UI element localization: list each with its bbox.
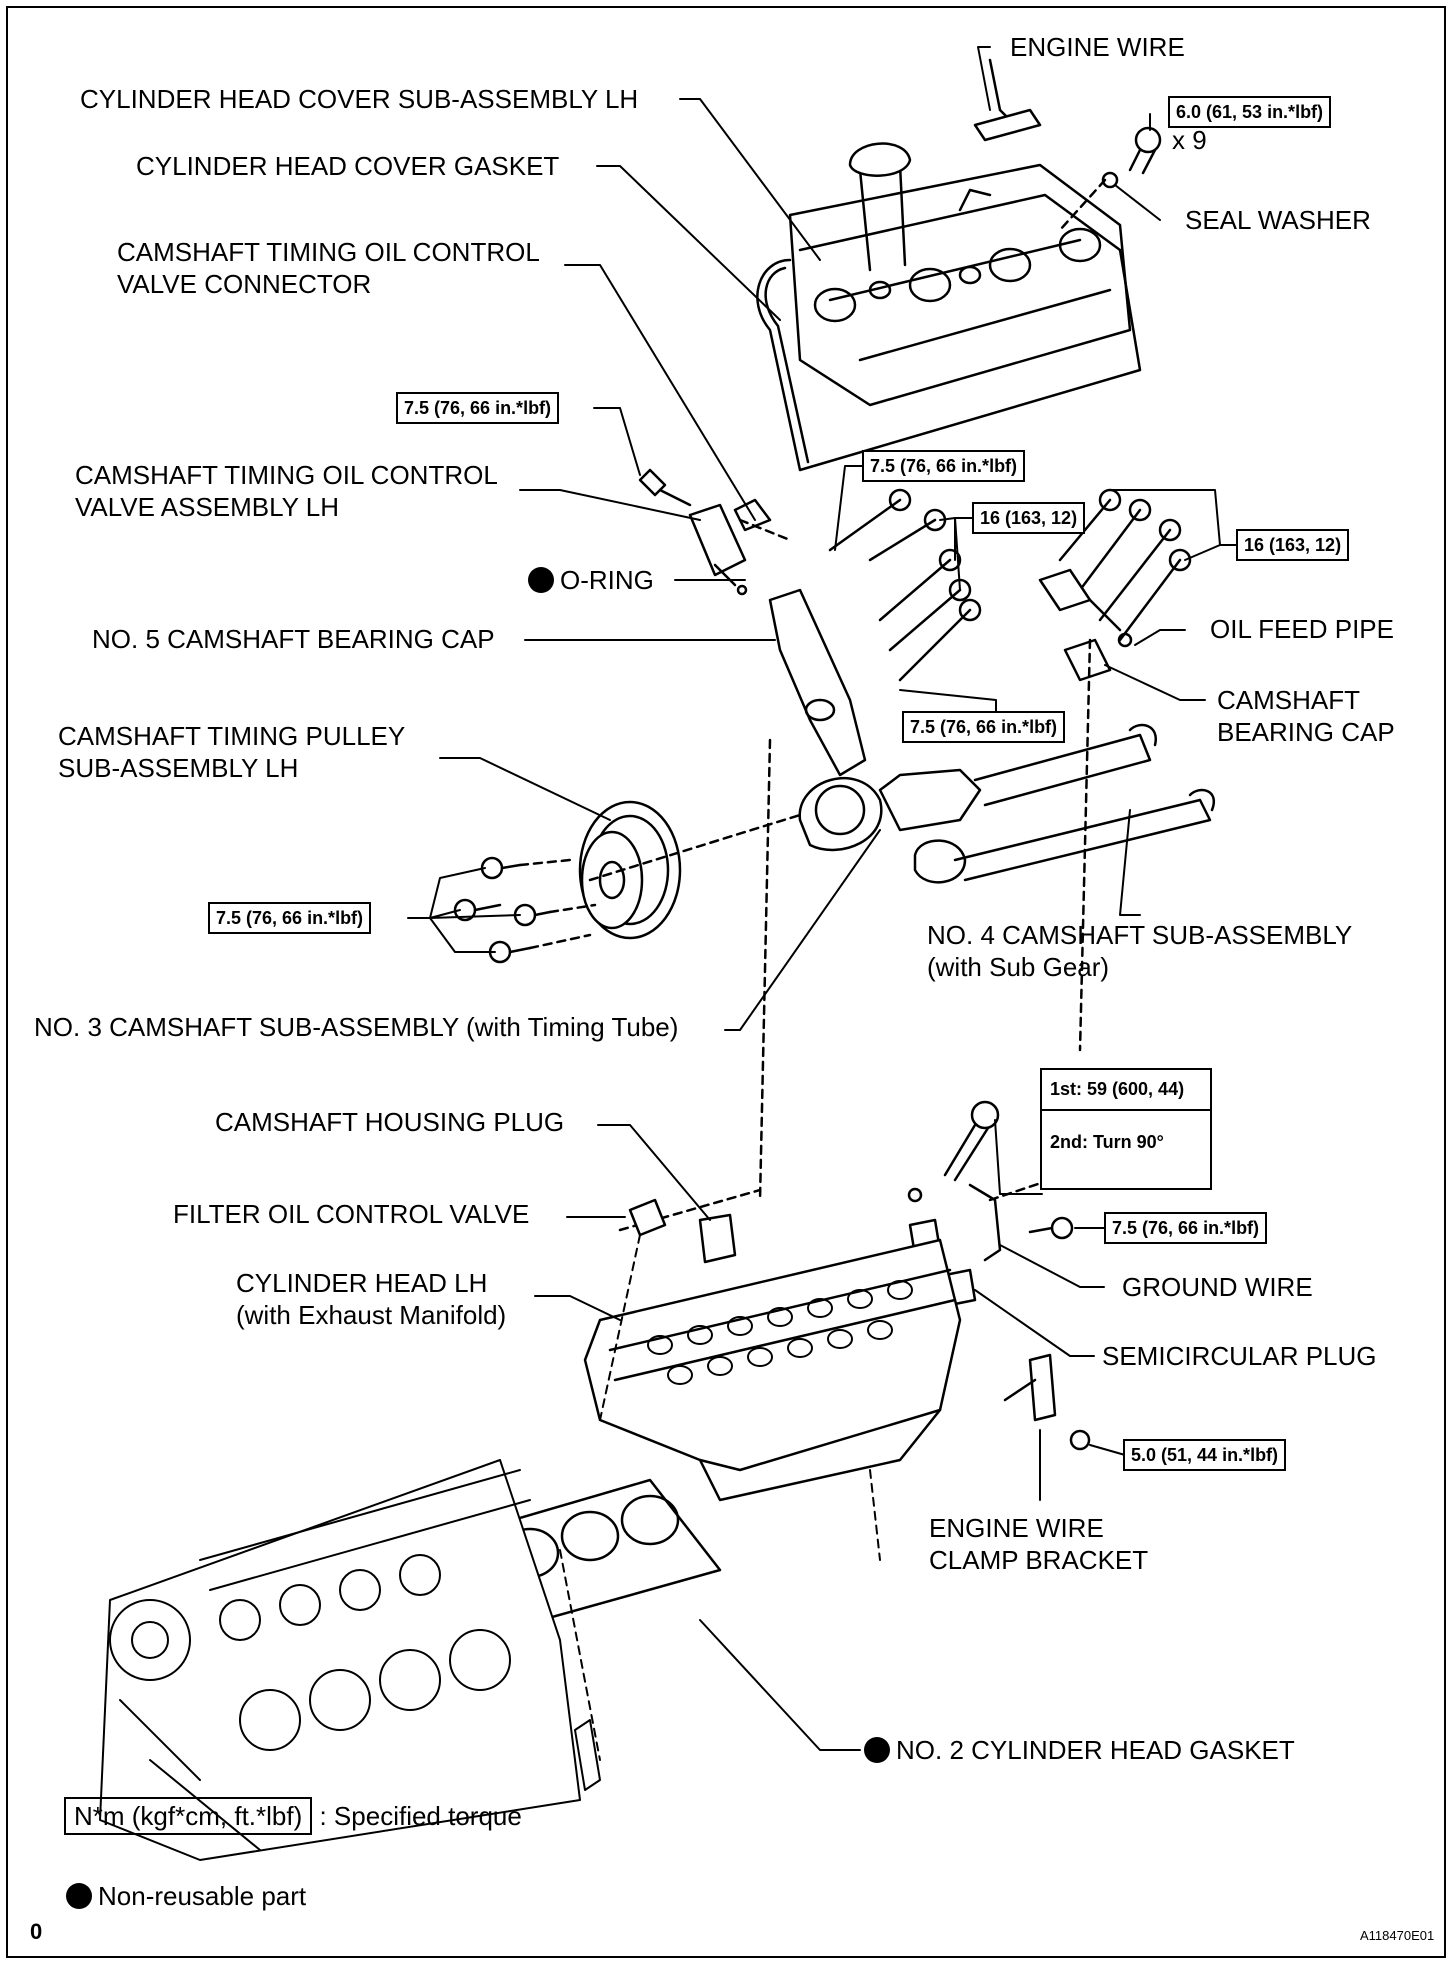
- torque-pulley-bolts: 7.5 (76, 66 in.*lbf): [208, 902, 372, 934]
- camshaft-bearing-caps-right: [1038, 568, 1133, 682]
- label-ground-wire: GROUND WIRE: [1122, 1272, 1313, 1302]
- label-no4-camshaft-line2: (with Sub Gear): [927, 952, 1110, 982]
- label-timing-pulley-line2: SUB-ASSEMBLY LH: [58, 753, 299, 783]
- nonreusable-dot-icon: [528, 567, 554, 593]
- label-bolt-count: x 9: [1172, 125, 1207, 155]
- legend-torque: N*m (kgf*cm, ft.*lbf) : Specified torque: [64, 1797, 522, 1835]
- torque-head-bolt-first: 1st: 59 (600, 44): [1050, 1079, 1185, 1099]
- label-o-ring-text: O-RING: [560, 565, 654, 595]
- torque-ground-bolt: 7.5 (76, 66 in.*lbf): [1104, 1212, 1268, 1244]
- figure-id: A118470E01: [1360, 1928, 1435, 1943]
- label-no4-camshaft-line1: NO. 4 CAMSHAFT SUB-ASSEMBLY: [927, 920, 1353, 950]
- torque-head-bolt-second: 2nd: Turn 90°: [1042, 1109, 1210, 1153]
- label-filter-ocv: FILTER OIL CONTROL VALVE: [173, 1199, 530, 1229]
- torque-ocv-bolt: 7.5 (76, 66 in.*lbf): [396, 392, 560, 424]
- nonreusable-dot-icon: [66, 1883, 92, 1909]
- cylinder-head-cover-gasket: [756, 248, 1142, 472]
- label-cylinder-head-cover: CYLINDER HEAD COVER SUB-ASSEMBLY LH: [80, 84, 639, 114]
- pulley-bolts: [453, 813, 802, 964]
- label-camshaft-bearing-cap-line2: BEARING CAP: [1217, 717, 1395, 747]
- label-head-gasket: NO. 2 CYLINDER HEAD GASKET: [864, 1734, 1295, 1766]
- engine-wire-part: [973, 58, 1042, 142]
- label-timing-pulley-line1: CAMSHAFT TIMING PULLEY: [58, 721, 406, 751]
- engine-block: [99, 1459, 601, 1861]
- cover-bolt: [1058, 126, 1162, 232]
- torque-cap-bolts-right: 16 (163, 12): [1236, 529, 1350, 561]
- label-ocv-assembly-line2: VALVE ASSEMBLY LH: [75, 492, 339, 522]
- torque-cap-bolt-lower: 7.5 (76, 66 in.*lbf): [902, 711, 1066, 743]
- label-oil-feed-pipe: OIL FEED PIPE: [1210, 614, 1394, 644]
- label-cylinder-head-line2: (with Exhaust Manifold): [236, 1300, 507, 1330]
- torque-head-bolt: 1st: 59 (600, 44) 2nd: Turn 90°: [1040, 1068, 1212, 1190]
- label-semicircular-plug: SEMICIRCULAR PLUG: [1102, 1341, 1377, 1371]
- legend-torque-box: N*m (kgf*cm, ft.*lbf): [64, 1797, 313, 1835]
- assembly-guide-lines: [618, 638, 1092, 1232]
- timing-pulley: [578, 800, 682, 940]
- label-camshaft-bearing-cap-line1: CAMSHAFT: [1217, 685, 1360, 715]
- label-seal-washer: SEAL WASHER: [1185, 205, 1371, 235]
- label-clamp-bracket-line1: ENGINE WIRE: [929, 1513, 1104, 1543]
- torque-cap-bolts-left: 16 (163, 12): [972, 502, 1086, 534]
- cylinder-head-lh: [583, 1238, 962, 1502]
- legend-torque-text: : Specified torque: [319, 1801, 522, 1831]
- leader-lines: [439, 46, 1206, 1751]
- housing-plug: [698, 1213, 737, 1264]
- page-mark: 0: [30, 1919, 43, 1944]
- label-engine-wire: ENGINE WIRE: [1010, 32, 1185, 62]
- torque-no5-cap-bolt: 7.5 (76, 66 in.*lbf): [862, 450, 1026, 482]
- label-housing-plug: CAMSHAFT HOUSING PLUG: [215, 1107, 565, 1137]
- label-no5-bearing-cap: NO. 5 CAMSHAFT BEARING CAP: [92, 624, 495, 654]
- torque-bracket-bolt: 5.0 (51, 44 in.*lbf): [1123, 1439, 1287, 1471]
- clamp-bracket-part: [1003, 1353, 1091, 1451]
- label-ocv-assembly-line1: CAMSHAFT TIMING OIL CONTROL: [75, 460, 498, 490]
- ground-wire-part: [968, 1183, 1074, 1262]
- label-ocv-connector-line1: CAMSHAFT TIMING OIL CONTROL: [117, 237, 540, 267]
- diagram-frame: [6, 6, 1446, 1958]
- filter-ocv: [628, 1198, 667, 1237]
- label-head-gasket-text: NO. 2 CYLINDER HEAD GASKET: [896, 1735, 1295, 1765]
- label-no3-camshaft: NO. 3 CAMSHAFT SUB-ASSEMBLY (with Timing…: [34, 1012, 679, 1042]
- lower-guide-lines: [559, 1234, 881, 1761]
- label-cylinder-head-line1: CYLINDER HEAD LH: [236, 1268, 488, 1298]
- torque-cover-bolt: 6.0 (61, 53 in.*lbf): [1168, 96, 1332, 128]
- head-bolt: [907, 1100, 1000, 1203]
- no3-camshaft: [798, 723, 1158, 852]
- nonreusable-dot-icon: [864, 1737, 890, 1763]
- cylinder-head-cover: [788, 142, 1132, 407]
- ocv-assembly: [638, 468, 792, 596]
- no4-camshaft: [913, 788, 1216, 884]
- label-ocv-connector-line2: VALVE CONNECTOR: [117, 269, 372, 299]
- no5-bearing-cap: [768, 588, 867, 777]
- legend-nonreusable-text: Non-reusable part: [98, 1881, 307, 1911]
- label-clamp-bracket-line2: CLAMP BRACKET: [929, 1545, 1149, 1575]
- label-cover-gasket: CYLINDER HEAD COVER GASKET: [136, 151, 560, 181]
- legend-nonreusable: Non-reusable part: [66, 1880, 306, 1912]
- label-o-ring: O-RING: [528, 564, 654, 596]
